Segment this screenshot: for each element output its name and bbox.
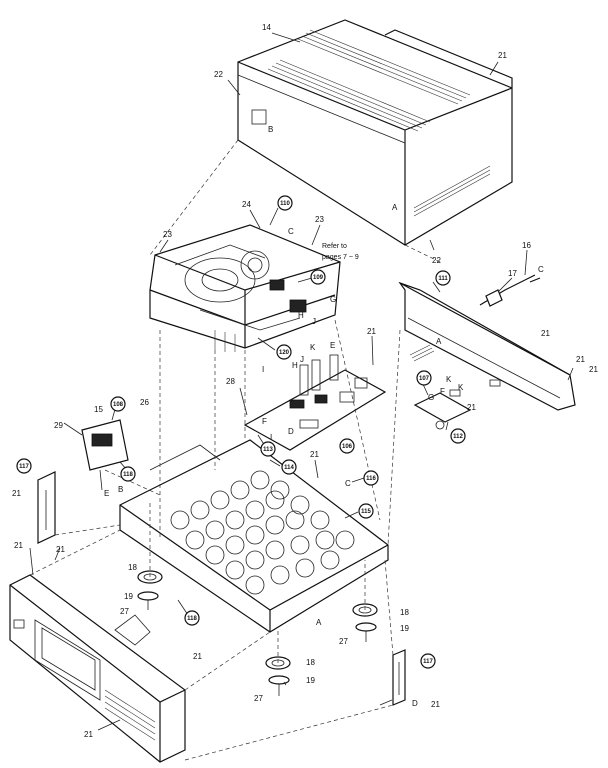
cover-vent-slots — [267, 29, 491, 217]
callout-29: 29 — [54, 421, 63, 430]
callout-106: 106 — [342, 444, 353, 450]
callout-15: 15 — [94, 405, 103, 414]
letter-E: E — [330, 341, 335, 350]
bracket-right — [392, 649, 406, 706]
letter-D: D — [412, 699, 418, 708]
callout-19: 19 — [124, 592, 133, 601]
callout-27: 27 — [254, 694, 263, 703]
callout-21: 21 — [14, 541, 23, 550]
callout-22: 22 — [432, 256, 441, 265]
callout-111: 111 — [438, 276, 448, 282]
callout-14: 14 — [262, 23, 271, 32]
refer-note-line1: Refer to — [322, 243, 347, 250]
callout-112: 112 — [453, 434, 463, 440]
callout-21: 21 — [498, 51, 507, 60]
callout-21: 21 — [431, 700, 440, 709]
chassis-base — [119, 439, 389, 633]
callout-18: 18 — [400, 608, 409, 617]
callout-116: 116 — [366, 476, 376, 482]
callout-16: 16 — [522, 241, 531, 250]
letter-E: E — [104, 489, 109, 498]
letter-I: I — [270, 433, 272, 442]
letter-C: C — [288, 227, 294, 236]
rear-panel — [398, 281, 576, 411]
cd-mechanism — [149, 224, 341, 352]
front-panel — [9, 574, 186, 763]
callout-109: 109 — [313, 275, 324, 281]
callout-108: 108 — [113, 402, 124, 408]
callout-118: 118 — [187, 616, 197, 622]
letter-J: J — [300, 355, 304, 364]
callout-118: 118 — [123, 472, 133, 478]
chassis-hex-pattern — [170, 470, 355, 595]
callout-21: 21 — [367, 327, 376, 336]
assembly-guide-lines — [29, 139, 441, 761]
callout-120: 120 — [279, 350, 290, 356]
letter-D: D — [288, 427, 294, 436]
letter-H: H — [292, 361, 298, 370]
callout-110: 110 — [280, 201, 290, 207]
letter-K: K — [310, 343, 316, 352]
bracket-left — [37, 471, 56, 544]
letter-K: K — [458, 383, 464, 392]
callout-28: 28 — [226, 377, 235, 386]
callout-21: 21 — [467, 403, 476, 412]
callout-115: 115 — [361, 509, 371, 515]
callout-21: 21 — [589, 365, 598, 374]
letter-C: C — [345, 479, 351, 488]
callout-117: 117 — [423, 659, 433, 665]
letter-J: J — [312, 317, 316, 326]
letter-A: A — [392, 203, 398, 212]
letter-A: A — [436, 337, 442, 346]
callout-labels: 14 21 22 22 23 23 24 110 109 120 16 17 1… — [12, 23, 598, 739]
letter-F: F — [262, 417, 267, 426]
top-cover — [237, 19, 513, 246]
callout-113: 113 — [263, 447, 273, 453]
transformer — [81, 419, 129, 491]
callout-21: 21 — [84, 730, 93, 739]
power-cord — [479, 274, 541, 307]
front-buttons — [104, 689, 156, 741]
callout-21: 21 — [310, 450, 319, 459]
refer-note-line2: pages 7 ~ 9 — [322, 254, 359, 261]
callout-leaders — [29, 32, 574, 731]
letter-F: F — [440, 387, 445, 396]
callout-21: 21 — [541, 329, 550, 338]
callout-21: 21 — [193, 652, 202, 661]
callout-24: 24 — [242, 200, 251, 209]
letter-G: G — [428, 393, 434, 402]
callout-117: 117 — [19, 464, 29, 470]
connector-letters: B A C G H J I C A K E H J K F I D G K F … — [104, 125, 544, 708]
callout-26: 26 — [140, 398, 149, 407]
callout-19: 19 — [400, 624, 409, 633]
callout-19: 19 — [306, 676, 315, 685]
callout-22: 22 — [214, 70, 223, 79]
letter-B: B — [268, 125, 273, 134]
main-circuit-board — [243, 354, 387, 451]
callout-114: 114 — [284, 465, 294, 471]
callout-17: 17 — [508, 269, 517, 278]
callout-18: 18 — [128, 563, 137, 572]
callout-23: 23 — [163, 230, 172, 239]
callout-21: 21 — [56, 545, 65, 554]
callout-18: 18 — [306, 658, 315, 667]
callout-21: 21 — [576, 355, 585, 364]
letter-B: B — [118, 485, 123, 494]
letter-H: H — [298, 311, 304, 320]
callout-107: 107 — [419, 376, 430, 382]
callout-27: 27 — [339, 637, 348, 646]
letter-I: I — [262, 365, 264, 374]
callout-21: 21 — [12, 489, 21, 498]
letter-A: A — [316, 618, 322, 627]
letter-G: G — [330, 295, 336, 304]
callout-23: 23 — [315, 215, 324, 224]
letter-C: C — [538, 265, 544, 274]
callout-27: 27 — [120, 607, 129, 616]
letter-K: K — [446, 375, 452, 384]
